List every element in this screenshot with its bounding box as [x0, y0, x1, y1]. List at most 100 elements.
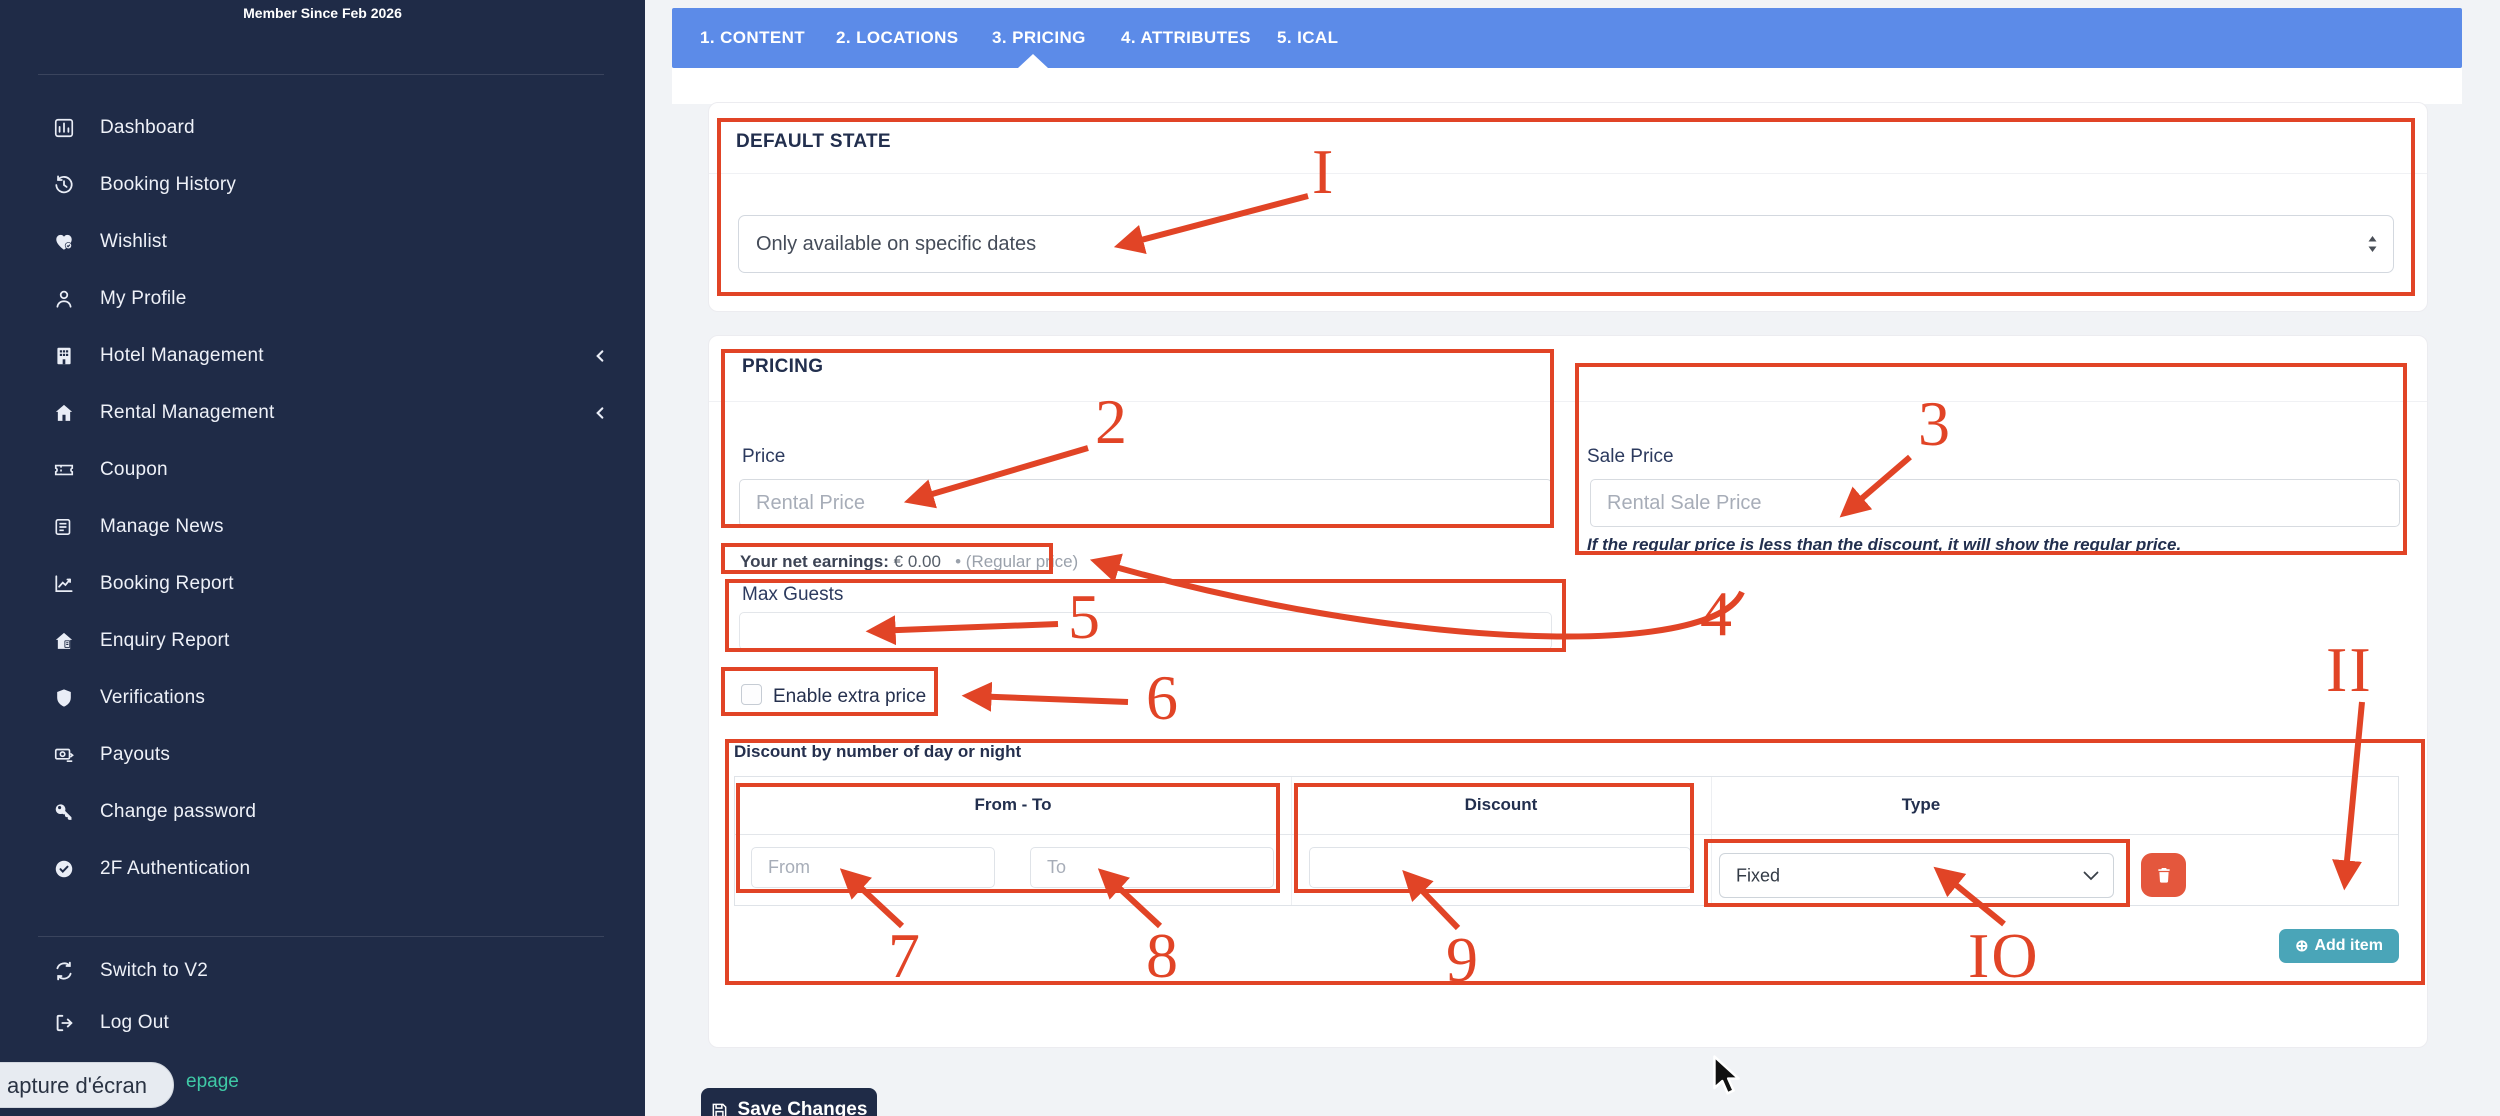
sidebar-item-booking-report[interactable]: Booking Report	[0, 555, 645, 612]
net-earnings: Your net earnings: € 0.00 • (Regular pri…	[730, 548, 1078, 575]
sidebar-item-label: Booking Report	[100, 572, 234, 594]
type-select[interactable]: Fixed	[1719, 853, 2114, 898]
chevron-left-icon[interactable]	[593, 406, 607, 420]
user-icon	[52, 287, 76, 311]
payouts-icon	[52, 743, 76, 767]
sale-price-note: If the regular price is less than the di…	[1587, 535, 2182, 554]
sidebar-item-wishlist[interactable]: Wishlist	[0, 213, 645, 270]
sidebar-item-label: Rental Management	[100, 401, 275, 423]
tab-ical[interactable]: 5. ICAL	[1277, 28, 1339, 47]
net-earnings-value: € 0.00	[893, 552, 941, 571]
active-tab-caret	[1018, 54, 1048, 68]
sidebar-item-label: Manage News	[100, 515, 224, 537]
sidebar-item-label: Change password	[100, 800, 257, 822]
sidebar-item-hotel-management[interactable]: Hotel Management	[0, 327, 645, 384]
sidebar-item-change-password[interactable]: Change password	[0, 783, 645, 840]
extra-price-label: Enable extra price	[773, 686, 927, 707]
trash-icon	[2157, 868, 2170, 883]
pricing-title: PRICING	[742, 356, 824, 377]
net-earnings-label: Your net earnings:	[740, 552, 889, 571]
add-item-button[interactable]: ⊕ Add item	[2279, 929, 2399, 963]
divider	[709, 401, 2427, 402]
check-circle-icon	[52, 857, 76, 881]
to-input[interactable]	[1030, 847, 1274, 888]
net-earnings-note: • (Regular price)	[955, 552, 1079, 571]
sidebar-item-logout[interactable]: Log Out	[0, 997, 645, 1049]
sidebar-item-coupon[interactable]: Coupon	[0, 441, 645, 498]
table-divider	[1711, 777, 1712, 905]
sidebar-item-my-profile[interactable]: My Profile	[0, 270, 645, 327]
enquiry-icon	[52, 629, 76, 653]
col-header-from-to: From - To	[974, 795, 1052, 814]
sidebar-item-switch-v2[interactable]: Switch to V2	[0, 945, 645, 997]
sidebar-item-verifications[interactable]: Verifications	[0, 669, 645, 726]
sidebar-item-label: Booking History	[100, 173, 237, 195]
plus-circle-icon: ⊕	[2295, 938, 2309, 955]
screenshot-tooltip: apture d'écran	[0, 1062, 174, 1108]
shield-icon	[52, 686, 76, 710]
sidebar-item-booking-history[interactable]: Booking History	[0, 156, 645, 213]
sidebar-item-dashboard[interactable]: Dashboard	[0, 99, 645, 156]
type-select-value: Fixed	[1736, 865, 1781, 885]
home-icon	[52, 401, 76, 425]
pricing-card: PRICING Price Your net earnings: € 0.00 …	[708, 335, 2428, 1048]
sidebar-footer: Switch to V2 Log Out	[0, 945, 645, 1049]
default-state-select-value: Only available on specific dates	[756, 232, 1037, 255]
divider	[709, 173, 2427, 174]
max-guests-label: Max Guests	[742, 584, 844, 605]
sidebar: Member Since Feb 2026 Dashboard Booking …	[0, 0, 645, 1116]
sidebar-divider-bottom	[38, 936, 604, 937]
key-icon	[52, 800, 76, 824]
price-input[interactable]	[739, 479, 1552, 527]
sale-price-input[interactable]	[1590, 479, 2400, 527]
save-changes-label: Save Changes	[737, 1099, 868, 1116]
delete-row-button[interactable]	[2141, 853, 2186, 897]
sidebar-item-rental-management[interactable]: Rental Management	[0, 384, 645, 441]
sidebar-item-label: Wishlist	[100, 230, 168, 252]
tab-locations[interactable]: 2. LOCATIONS	[836, 28, 959, 47]
sale-price-label: Sale Price	[1587, 446, 1674, 467]
news-icon	[52, 515, 76, 539]
save-changes-button[interactable]: Save Changes	[701, 1088, 877, 1116]
sidebar-item-manage-news[interactable]: Manage News	[0, 498, 645, 555]
sidebar-item-label: My Profile	[100, 287, 187, 309]
heart-icon	[52, 230, 76, 254]
sidebar-item-label: Payouts	[100, 743, 171, 765]
sidebar-item-2f-authentication[interactable]: 2F Authentication	[0, 840, 645, 897]
table-divider	[1291, 777, 1292, 905]
sidebar-divider-top	[38, 74, 604, 75]
extra-price-checkbox[interactable]	[741, 684, 762, 705]
homepage-link[interactable]: epage	[186, 1071, 239, 1092]
tabbar-underlay	[672, 68, 2462, 104]
default-state-select[interactable]: Only available on specific dates	[738, 215, 2394, 273]
max-guests-input[interactable]	[739, 612, 1552, 650]
save-icon	[712, 1103, 726, 1116]
discount-input[interactable]	[1309, 847, 1691, 888]
logout-icon	[52, 1011, 76, 1035]
tab-attributes[interactable]: 4. ATTRIBUTES	[1121, 28, 1251, 47]
sidebar-item-enquiry-report[interactable]: Enquiry Report	[0, 612, 645, 669]
discount-table: From - To Discount Type Fixed	[734, 776, 2399, 906]
price-label: Price	[742, 446, 786, 467]
sidebar-item-label: Dashboard	[100, 116, 195, 138]
sidebar-item-label: Switch to V2	[100, 960, 209, 981]
from-input[interactable]	[751, 847, 995, 888]
sidebar-menu: Dashboard Booking History Wishlist My Pr…	[0, 99, 645, 897]
col-header-discount: Discount	[1464, 795, 1538, 814]
col-header-type: Type	[1901, 795, 1941, 814]
tab-pricing[interactable]: 3. PRICING	[992, 28, 1086, 47]
sidebar-item-payouts[interactable]: Payouts	[0, 726, 645, 783]
discount-section-title: Discount by number of day or night	[734, 742, 1022, 761]
chevron-left-icon[interactable]	[593, 349, 607, 363]
sidebar-item-label: Enquiry Report	[100, 629, 230, 651]
sidebar-item-label: 2F Authentication	[100, 857, 251, 879]
chart-icon	[52, 572, 76, 596]
table-divider	[735, 834, 2398, 835]
coupon-icon	[52, 458, 76, 482]
switch-icon	[52, 959, 76, 983]
default-state-card: DEFAULT STATE Only available on specific…	[708, 102, 2428, 312]
dashboard-icon	[52, 116, 76, 140]
tab-content[interactable]: 1. CONTENT	[700, 28, 806, 47]
updown-icon	[2366, 235, 2379, 254]
